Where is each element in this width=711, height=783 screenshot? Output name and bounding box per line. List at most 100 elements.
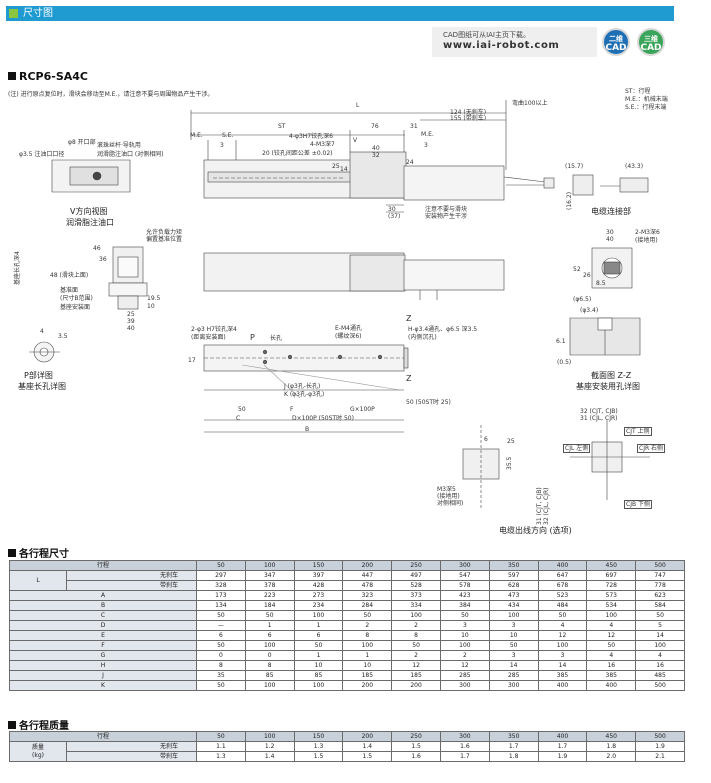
table-header-cell: 250 [391, 731, 441, 742]
actuator-side-view [190, 100, 555, 213]
homing-note: (注) 进行原点复位时，滑块会移动至M.E.，请注意不要与周围物品产生干涉。 [8, 91, 214, 98]
dim-31: 31 [410, 123, 418, 130]
table-cell: 14 [635, 630, 685, 641]
dim-25-b: 25 [127, 311, 135, 318]
table-cell: 1.3 [293, 741, 344, 752]
table-cell: 10 [488, 630, 539, 641]
table-cell: 185 [391, 670, 441, 681]
table-cell: 0 [244, 650, 295, 661]
table-cell: 273 [293, 590, 344, 601]
legend: ST：行程 M.E.：机械末端 S.E.：行程末端 [625, 88, 668, 112]
table-cell: 3 [488, 620, 539, 631]
cad-url-link[interactable]: www.iai-robot.com [443, 40, 560, 51]
m3-5-label-2: (接地用) [437, 493, 460, 500]
legend-st: ST：行程 [625, 88, 651, 95]
table-cell: 50 [196, 680, 246, 691]
table-cell: 1 [244, 620, 295, 631]
table-header-cell: 500 [635, 731, 685, 742]
cad-3d-badge[interactable]: 三维 CAD [637, 28, 665, 56]
table-cell: 10 [342, 660, 393, 671]
table-cell: 534 [586, 600, 637, 611]
base-mount-label: 基座安装面 [60, 304, 91, 311]
table-cell: 1 [342, 650, 393, 661]
table-header-cell: 250 [391, 560, 441, 571]
table-cell: 1.6 [439, 741, 490, 752]
table-cell: 1.7 [488, 741, 539, 752]
table-cell: 1.8 [586, 741, 637, 752]
dim-37: (37) [388, 213, 401, 220]
table-cell: 8 [244, 660, 295, 671]
table-cell: 647 [537, 570, 588, 581]
table-cell: 1.5 [342, 751, 393, 762]
table-cell: 500 [635, 680, 685, 691]
cable-32-label: 32 (CJT, CJB) [580, 408, 618, 415]
table-header-cell: 150 [293, 731, 344, 742]
dim-G: G×100P [350, 406, 375, 413]
table-cell: — [196, 620, 246, 631]
section-zz-caption-2: 基座安装用孔详图 [576, 382, 640, 391]
table-cell: 1.1 [196, 741, 246, 752]
model-name: RCP6-SA4C [19, 70, 88, 83]
table-header-cell: 50 [196, 560, 246, 571]
table-cell: 478 [342, 580, 393, 591]
table-cell: 50 [439, 610, 490, 621]
table-cell: 85 [244, 670, 295, 681]
table-cell: 100 [293, 680, 344, 691]
table-cell: 100 [537, 640, 588, 651]
table-cell: 14 [488, 660, 539, 671]
badge-2d-top: 二维 [609, 35, 623, 43]
table-cell: 628 [488, 580, 539, 591]
table-cell: 4 [635, 650, 685, 661]
table-cell: 523 [537, 590, 588, 601]
dim-D: D×100P (50ST时 50) [292, 415, 354, 422]
table-header-cell: 450 [586, 560, 637, 571]
badge-3d-top: 三维 [644, 35, 658, 43]
table-cell: 447 [342, 570, 393, 581]
table-cell: 200 [342, 680, 393, 691]
dim-B: B [305, 426, 310, 433]
p-detail-caption: P部详图 [24, 371, 53, 380]
table-cell: 100 [586, 610, 637, 621]
row-header-cell: E [9, 630, 197, 641]
m3-6-label: 2-M3深6 [635, 229, 660, 236]
label-se: S.E. [222, 132, 234, 139]
table-header-cell: 行程 [9, 731, 197, 742]
dim-C: C [236, 415, 241, 422]
table-cell: 50 [537, 610, 588, 621]
cjb-label: CJB 下侧 [624, 500, 652, 509]
table-cell: 1.5 [293, 751, 344, 762]
long-hole-label: 长孔 [270, 335, 283, 342]
row-header-cell: B [9, 600, 197, 611]
ref-20-label: 20 (铰孔间距公差 ±0.02) [262, 150, 333, 157]
model-title: RCP6-SA4C [8, 70, 88, 83]
table-cell: 200 [391, 680, 441, 691]
label-me: M.E. [190, 132, 203, 139]
table-cell: 3 [537, 650, 588, 661]
dim-25-c: 25 [507, 438, 515, 445]
dim-124: 124 (无刹车) [450, 109, 487, 116]
cable-connection-caption: 电缆连接部 [591, 207, 631, 216]
e-m4-label-2: (螺纹深6) [335, 333, 362, 340]
m3-5-label: M3深5 [437, 486, 456, 493]
table-cell: 85 [293, 670, 344, 681]
cad-2d-badge[interactable]: 二维 CAD [602, 28, 630, 56]
table-header-cell: 400 [537, 731, 588, 742]
table-cell: 384 [439, 600, 490, 611]
table-cell: 2 [391, 620, 441, 631]
table-cell: 100 [439, 640, 490, 651]
table-cell: 100 [635, 640, 685, 651]
table-cell: 12 [391, 660, 441, 671]
row-subheader-cell: 带刹车 [66, 751, 197, 762]
table-cell: 3 [488, 650, 539, 661]
base-plane-label-2: (尺寸B范围) [60, 295, 93, 302]
dim-76: 76 [371, 123, 379, 130]
row-header-cell: K [9, 680, 197, 691]
model-marker-icon [8, 72, 16, 80]
table-header-cell: 350 [488, 560, 539, 571]
dim-8-5: 8.5 [596, 280, 606, 287]
